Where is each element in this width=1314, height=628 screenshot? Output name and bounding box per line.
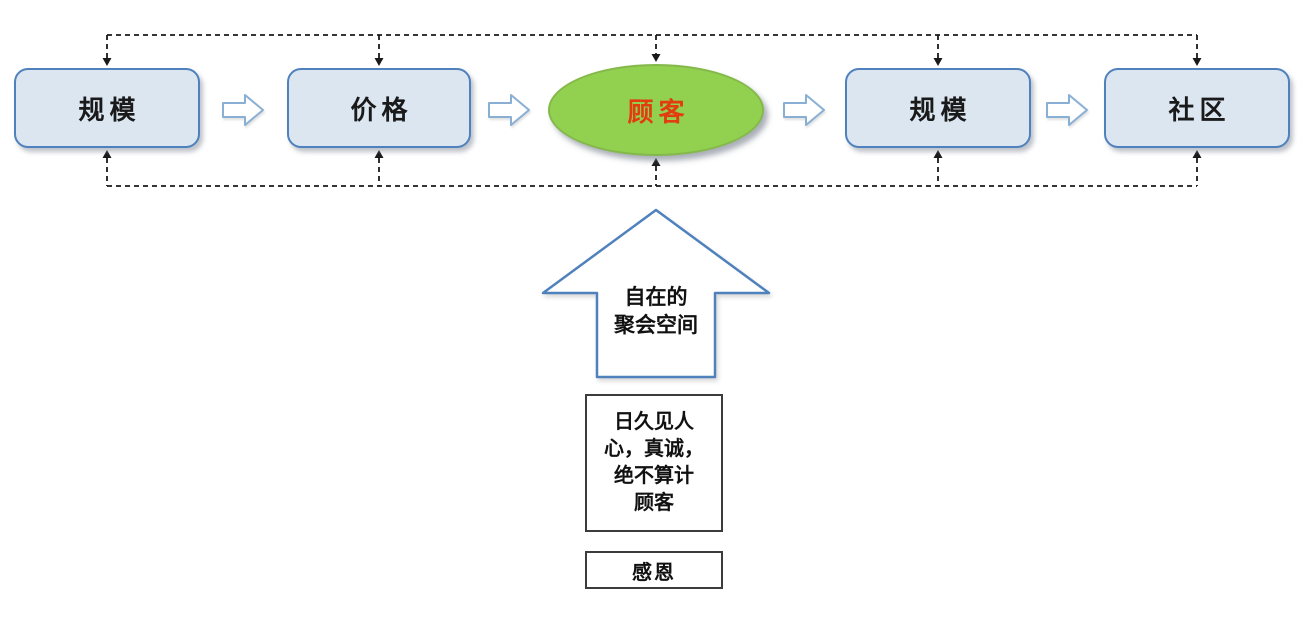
node-scale-2: 规模 bbox=[845, 68, 1031, 148]
node-community-label: 社区 bbox=[1168, 94, 1231, 125]
node-customer-label: 顾客 bbox=[627, 96, 690, 127]
note-box-gratitude: 感恩 bbox=[585, 551, 723, 589]
note-box-sincerity: 日久见人 心，真诚， 绝不算计 顾客 bbox=[585, 394, 723, 532]
node-scale-1-label: 规模 bbox=[78, 94, 141, 125]
up-arrow-label: 自在的 聚会空间 bbox=[614, 286, 698, 338]
node-scale-2-label: 规模 bbox=[909, 94, 972, 125]
flow-arrow-icon bbox=[783, 94, 825, 126]
flow-arrow-icon bbox=[488, 94, 530, 126]
flow-arrow-icon bbox=[222, 94, 264, 126]
node-scale-1: 规模 bbox=[14, 68, 200, 148]
node-price-label: 价格 bbox=[350, 94, 413, 125]
flow-arrow-icon bbox=[1046, 94, 1088, 126]
node-community: 社区 bbox=[1104, 68, 1290, 148]
node-price: 价格 bbox=[287, 68, 471, 148]
node-customer: 顾客 bbox=[548, 64, 764, 156]
